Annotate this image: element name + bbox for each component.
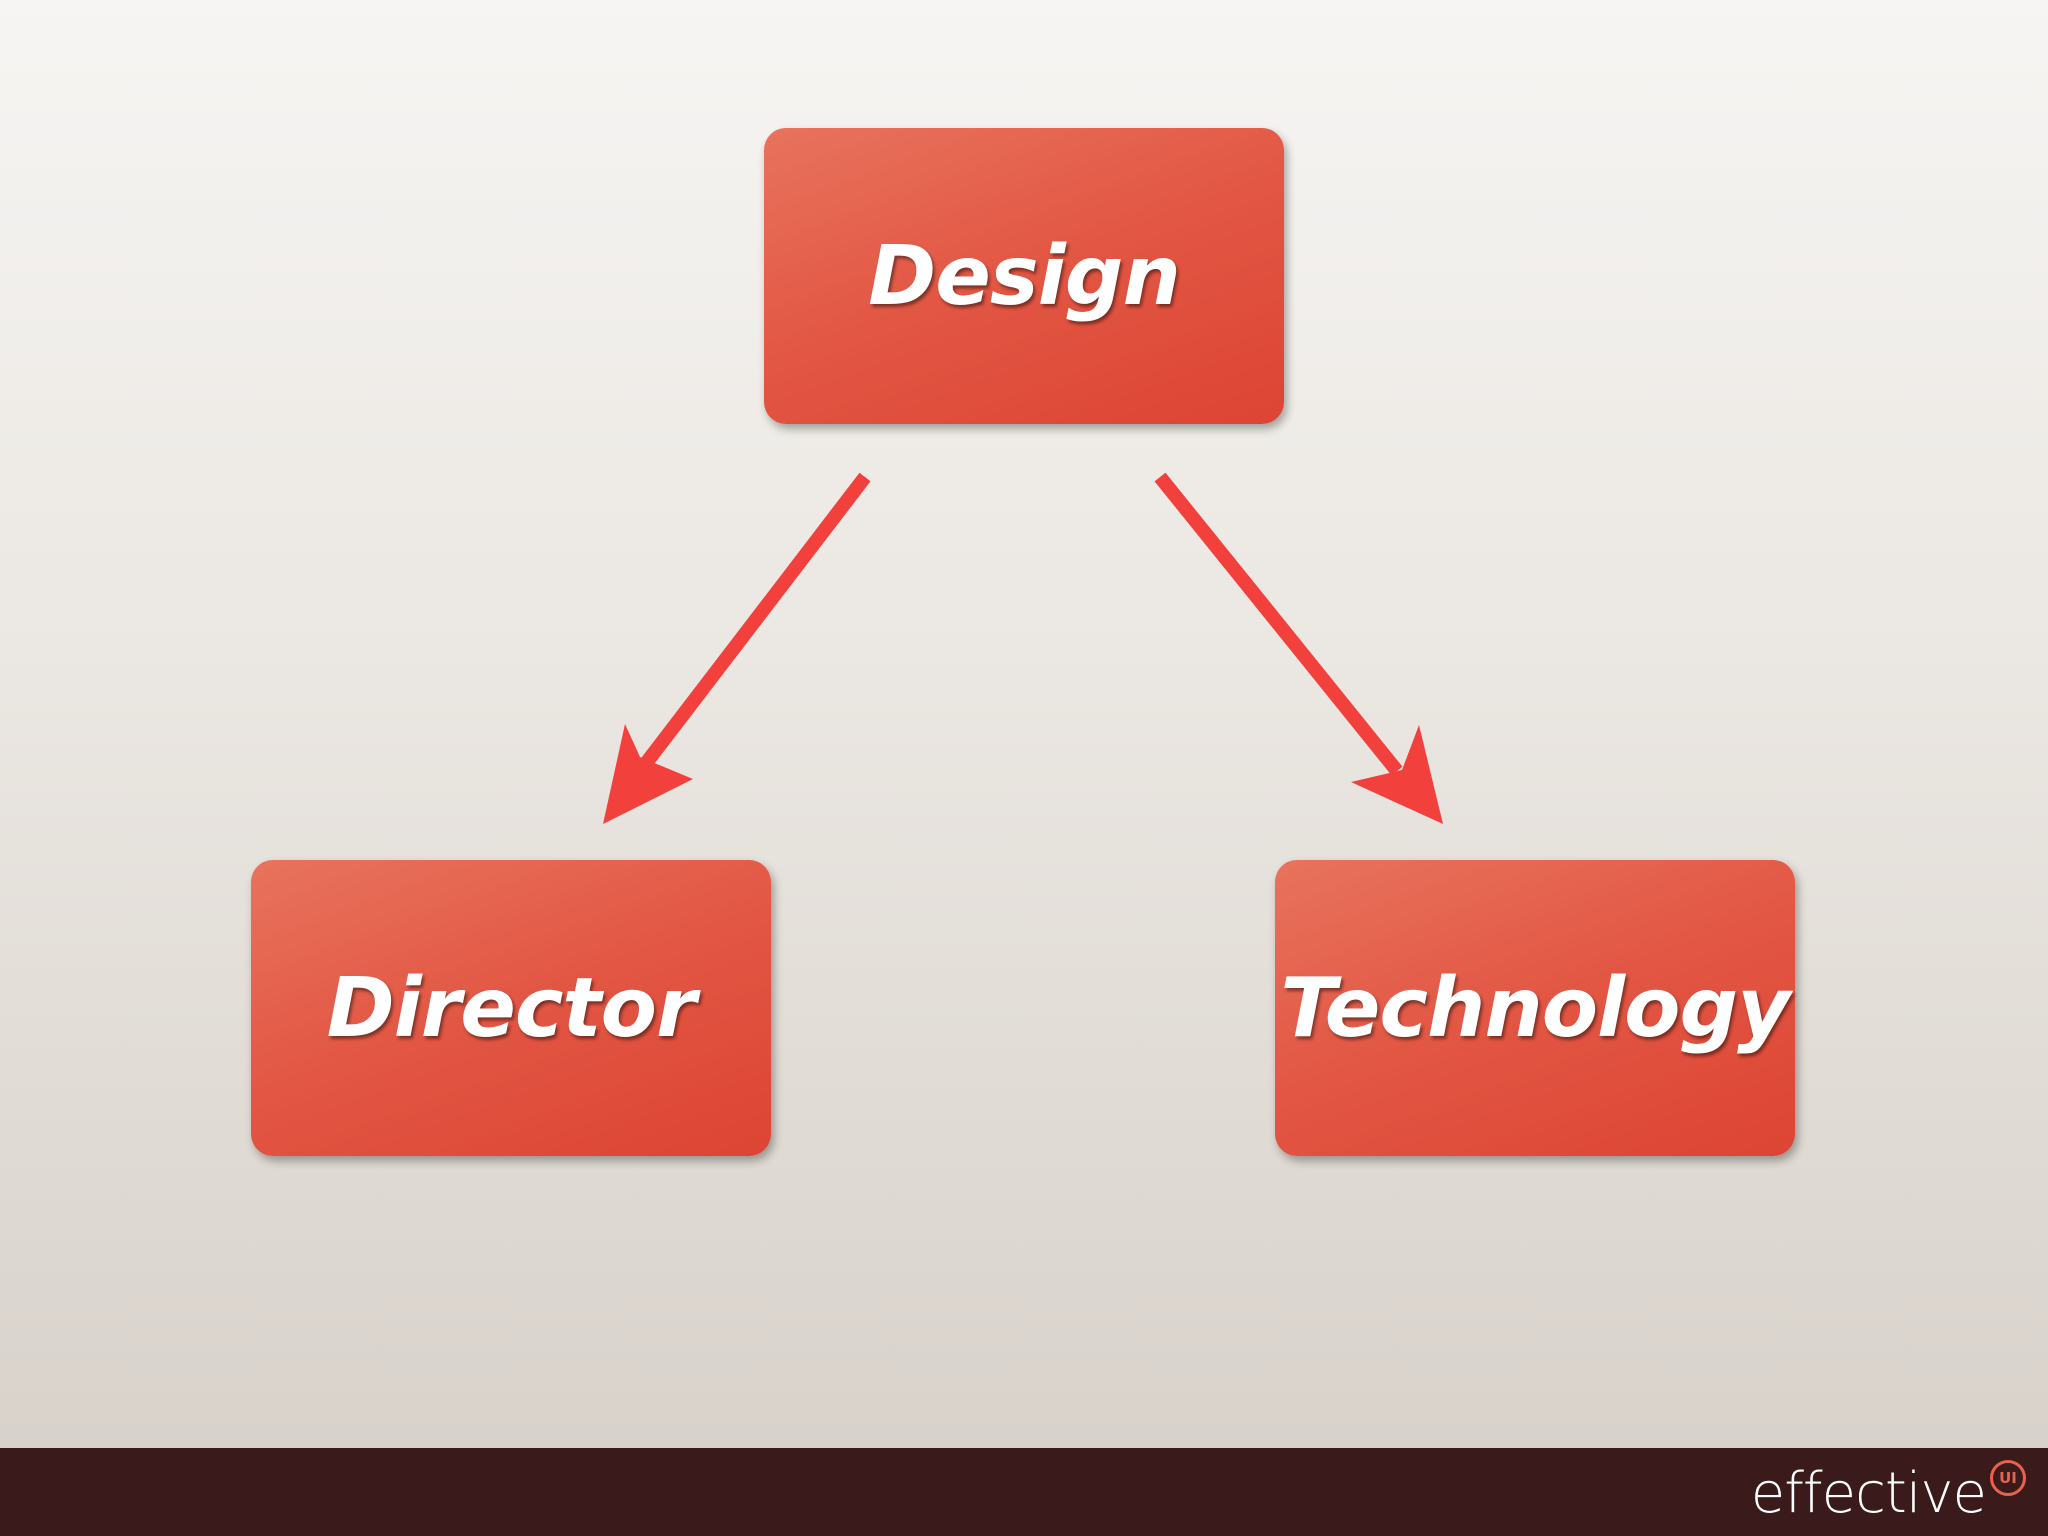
node-technology: Technology: [1275, 860, 1795, 1156]
slide-canvas: Design Director Technology: [0, 0, 2048, 1448]
arrow-design-to-director: [603, 472, 871, 824]
logo-badge-icon: UI: [1990, 1460, 2026, 1496]
footer-bar: effective UI: [0, 1448, 2048, 1536]
node-technology-label: Technology: [1280, 960, 1790, 1056]
arrowhead-icon: [603, 724, 693, 824]
arrow-shaft: [1154, 472, 1403, 776]
node-design: Design: [764, 128, 1284, 424]
logo-wordmark: effective: [1750, 1461, 1987, 1526]
node-director-label: Director: [326, 960, 697, 1056]
arrow-shaft: [634, 472, 871, 776]
arrowhead-icon: [1351, 725, 1443, 824]
arrows-layer: [603, 472, 1443, 824]
node-design-label: Design: [868, 228, 1181, 324]
arrow-design-to-technology: [1154, 472, 1443, 824]
effective-ui-logo: effective UI: [1750, 1460, 2026, 1526]
node-director: Director: [251, 860, 771, 1156]
